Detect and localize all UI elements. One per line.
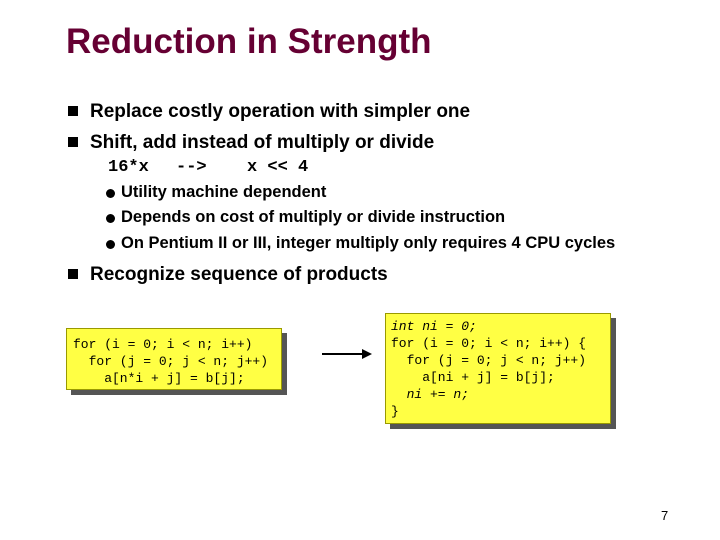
bullet-replace-costly: Replace costly operation with simpler on… bbox=[90, 101, 471, 122]
square-bullet-icon bbox=[68, 269, 78, 279]
code-box-after: int ni = 0; for (i = 0; i < n; i++) { fo… bbox=[385, 313, 611, 424]
code-before-text: for (i = 0; i < n; i++) for (j = 0; j < … bbox=[73, 337, 269, 386]
sub-bullet-pentium: On Pentium II or III, integer multiply o… bbox=[121, 234, 616, 252]
slide-title: Reduction in Strength bbox=[66, 22, 432, 61]
code-after-line1: int ni = 0; bbox=[391, 319, 477, 334]
code-example-rhs: x << 4 bbox=[247, 158, 309, 177]
round-bullet-icon bbox=[106, 189, 115, 198]
code-box-before: for (i = 0; i < n; i++) for (j = 0; j < … bbox=[66, 328, 282, 390]
bullet-shift-add: Shift, add instead of multiply or divide bbox=[90, 132, 435, 153]
sub-bullet-machine-dependent: Utility machine dependent bbox=[121, 183, 327, 201]
code-after-increment: ni += n; bbox=[391, 387, 470, 402]
round-bullet-icon bbox=[106, 214, 115, 223]
code-after-close-brace: } bbox=[391, 404, 399, 419]
square-bullet-icon bbox=[68, 106, 78, 116]
bullet-recognize-sequence: Recognize sequence of products bbox=[90, 264, 388, 285]
code-after-loops: for (i = 0; i < n; i++) { for (j = 0; j … bbox=[391, 336, 587, 385]
page-number: 7 bbox=[661, 508, 669, 523]
code-example-arrow: --> bbox=[176, 158, 207, 177]
sub-bullet-cost: Depends on cost of multiply or divide in… bbox=[121, 208, 506, 226]
code-example-lhs: 16*x bbox=[108, 158, 149, 177]
round-bullet-icon bbox=[106, 240, 115, 249]
right-arrow-icon bbox=[322, 349, 372, 359]
square-bullet-icon bbox=[68, 137, 78, 147]
